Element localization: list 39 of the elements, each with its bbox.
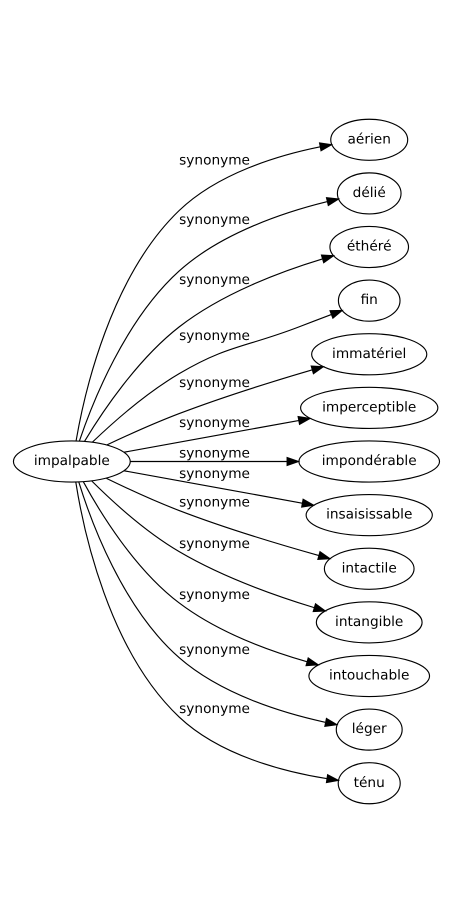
node-ellipse: intangible <box>315 601 422 644</box>
edge-label: synonyme <box>178 414 250 431</box>
arrow <box>123 470 315 508</box>
node-ellipse: léger <box>335 708 402 751</box>
node-ellipse: imperceptible <box>300 386 438 429</box>
edge-label: synonyme <box>178 212 250 228</box>
node-ellipse: fin <box>337 280 400 322</box>
arrow <box>78 482 338 727</box>
node-ellipse: délié <box>336 172 402 214</box>
arrow <box>123 416 312 453</box>
edge-label: synonyme <box>178 272 250 288</box>
edge-label: synonyme <box>178 446 250 462</box>
arrow <box>82 481 320 666</box>
edge-label: synonyme <box>178 374 250 391</box>
node-ellipse: éthéré <box>328 226 409 268</box>
node-ellipse: intactile <box>323 548 414 590</box>
edge-label: synonyme <box>178 494 250 511</box>
edge-label: synonyme <box>178 587 250 604</box>
node-ellipse: impalpable <box>12 440 130 483</box>
arrow <box>75 142 333 441</box>
node-ellipse: intouchable <box>308 654 430 698</box>
node-ellipse: impondérable <box>298 440 440 483</box>
edge-label: synonyme <box>178 152 250 168</box>
edge-label: synonyme <box>178 642 250 658</box>
arrow <box>106 478 332 560</box>
node-ellipse: aérien <box>330 118 408 161</box>
node-ellipse: ténu <box>337 762 400 804</box>
arrow <box>90 480 326 612</box>
edge-label: synonyme <box>178 536 250 552</box>
node-ellipse: insaisissable <box>305 494 432 536</box>
arrow <box>84 254 335 442</box>
arrow <box>91 310 344 443</box>
edge-label: synonyme <box>178 701 250 718</box>
arrow <box>78 197 340 442</box>
arrow <box>130 456 300 466</box>
edge-label: synonyme <box>178 328 250 344</box>
edge-label: synonyme <box>178 466 250 482</box>
arrow <box>106 365 324 446</box>
arrow <box>74 482 340 784</box>
